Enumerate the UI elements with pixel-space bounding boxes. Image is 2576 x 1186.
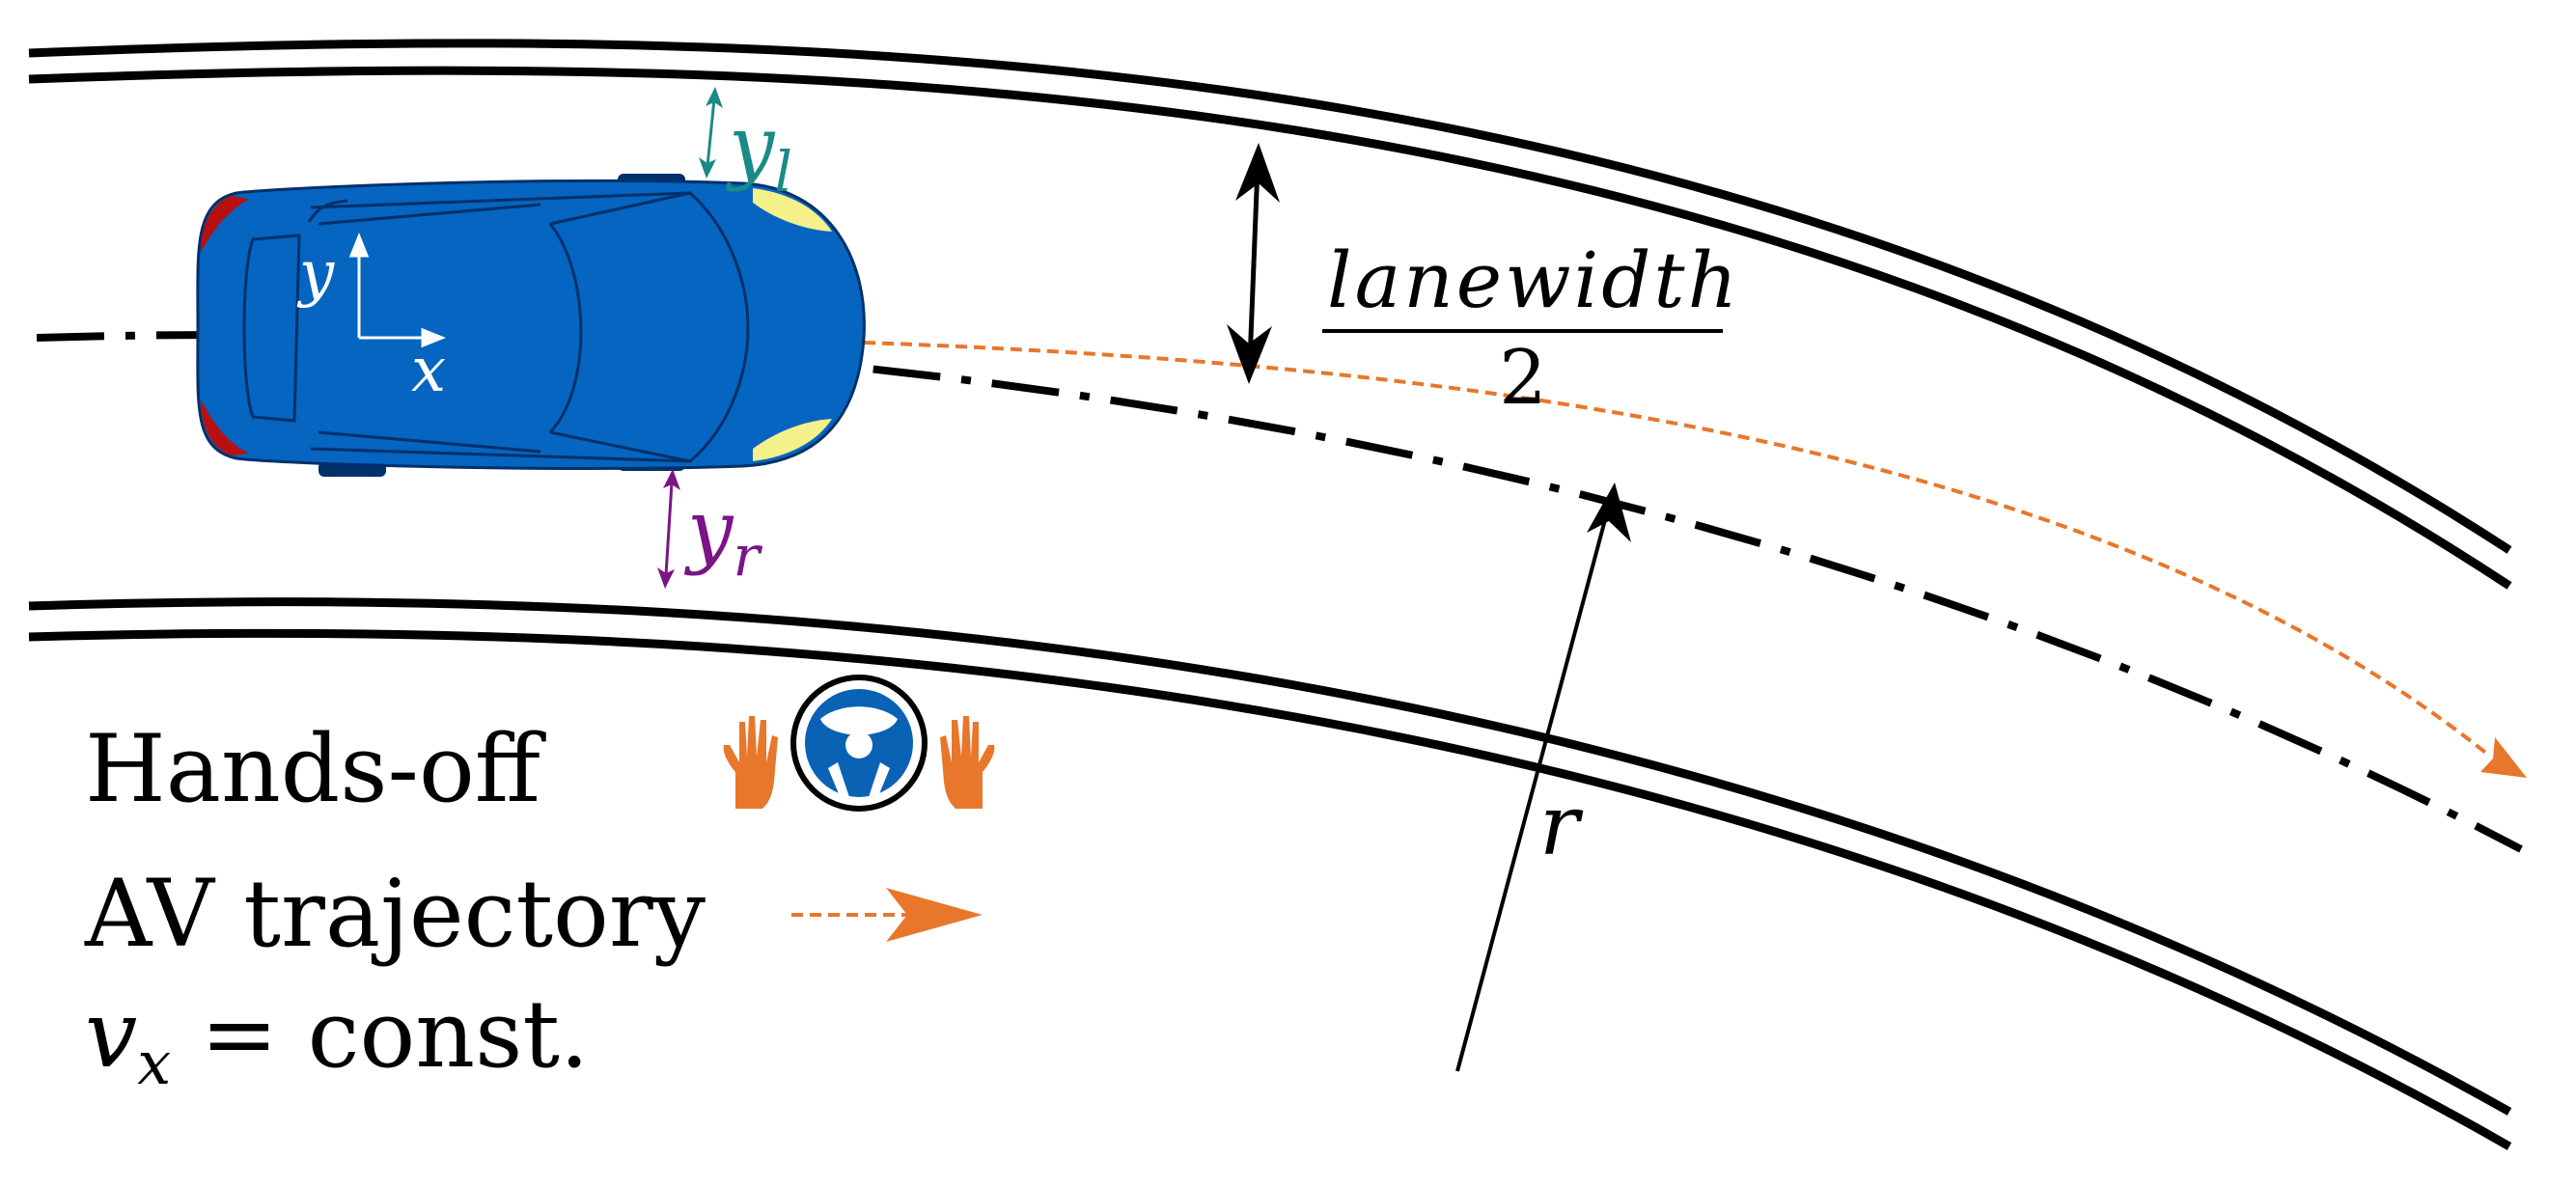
av-trajectory-arrowhead <box>2480 737 2527 778</box>
y-left-base: y <box>725 98 776 193</box>
vehicle-axis-y-label: y <box>296 238 335 310</box>
vehicle-axis-x-label: x <box>411 335 446 406</box>
head-light-left <box>753 188 832 232</box>
velocity-rest: = const. <box>171 980 589 1089</box>
radius-arrowhead <box>1587 483 1631 542</box>
half-lanewidth-indicator: lanewidth 2 <box>1227 143 1740 422</box>
av-trajectory-line <box>863 341 2490 757</box>
right-offset-indicator: yr <box>657 469 762 589</box>
legend-hands-off: Hands-off <box>85 715 546 823</box>
outer-right-edge-a <box>28 597 2512 1116</box>
y-left-sub: l <box>774 139 792 205</box>
windshield <box>548 223 583 434</box>
radius-arrow <box>1455 501 1612 1072</box>
vehicle-axes <box>348 232 447 348</box>
av-trajectory <box>863 341 2527 778</box>
velocity-base: v <box>85 980 137 1089</box>
rear-window <box>242 234 301 423</box>
trajectory-arrow-icon <box>791 888 983 942</box>
y-right-base: y <box>683 483 734 577</box>
outer-left-edge-b <box>28 66 2512 590</box>
velocity-sub: x <box>137 1028 171 1098</box>
legend-av-trajectory: AV trajectory <box>84 860 706 968</box>
windshield-front <box>549 191 691 463</box>
tail-light-left <box>201 196 249 253</box>
outer-left-edge-a <box>28 39 2512 554</box>
lanewidth-denominator: 2 <box>1499 335 1547 422</box>
half-lanewidth-arrow <box>1247 165 1260 363</box>
steering-wheel-icon <box>790 675 928 812</box>
y-left-label: yl <box>725 98 792 205</box>
y-right-label: yr <box>683 483 762 589</box>
y-right-sub: r <box>733 523 762 589</box>
hand-icon <box>723 716 995 809</box>
radius-indicator: r <box>1455 483 1631 1072</box>
autonomous-vehicle: y x <box>196 174 866 477</box>
half-lanewidth-arrowhead-top <box>1235 143 1280 203</box>
legend-velocity: vx = const. <box>85 980 589 1098</box>
side-line-left <box>307 199 541 226</box>
lanewidth-numerator: lanewidth <box>1327 235 1740 325</box>
side-line-right <box>318 430 541 454</box>
left-offset-indicator: yl <box>699 87 792 205</box>
outer-right-edge-b <box>28 628 2512 1150</box>
roof-outline <box>310 191 750 463</box>
tail-light-right <box>201 400 249 455</box>
half-lanewidth-arrowhead-bottom <box>1227 324 1272 384</box>
head-light-right <box>753 419 832 461</box>
radius-label: r <box>1539 778 1584 874</box>
road-boundaries <box>28 39 2512 1150</box>
legend: Hands-off AV trajectory vx = const. <box>84 675 995 1098</box>
